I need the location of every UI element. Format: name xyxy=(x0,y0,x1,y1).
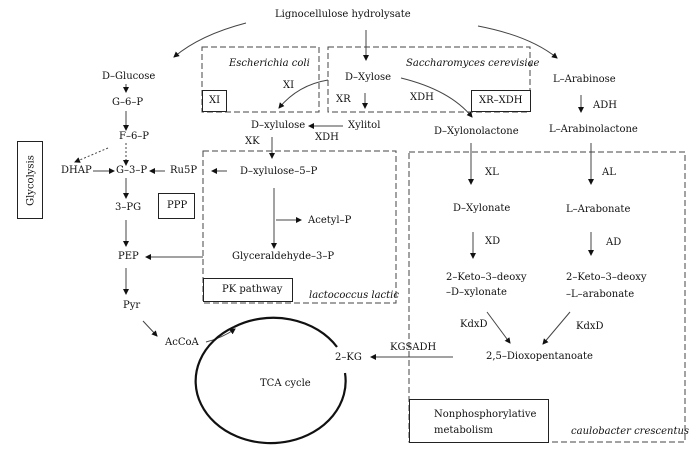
enzyme-xr: XR xyxy=(336,94,351,105)
metabolite-2kg: 2–KG xyxy=(335,352,362,363)
glycolysis-box-label: Glycolysis xyxy=(25,155,37,206)
source-label: Lignocellulose hydrolysate xyxy=(275,9,411,20)
metabolite-pyr: Pyr xyxy=(123,300,141,311)
metabolite-kda-line1: 2–Keto–3–deoxy xyxy=(566,272,647,283)
metabolite-xylitol: Xylitol xyxy=(348,120,381,131)
enzyme-xi: XI xyxy=(283,80,295,91)
caulobacter-label: caulobacter crescentus xyxy=(571,426,690,437)
pk-pathway-box: PK pathway xyxy=(203,278,293,302)
metabolite-g3p: G–3–P xyxy=(116,165,148,176)
arrow-source-to-arabinose xyxy=(477,25,558,59)
tca-cycle-arc-main xyxy=(194,326,347,445)
metabolite-acetyl-p: Acetyl–P xyxy=(308,215,352,226)
metabolite-kdx-line1: 2–Keto–3–deoxy xyxy=(446,272,527,283)
metabolite-3pg: 3–PG xyxy=(115,202,142,213)
ecoli-region xyxy=(201,46,320,113)
enzyme-adh: ADH xyxy=(593,100,617,111)
metabolite-g6p: G–6–P xyxy=(112,97,144,108)
ppp-box: PPP xyxy=(158,193,195,219)
tca-cycle-arc-top xyxy=(233,316,338,348)
enzyme-kdxd-left: KdxD xyxy=(460,319,488,330)
metabolite-l-arabinolactone: L–Arabinolactone xyxy=(549,124,638,135)
arrow-pyr-to-accoa xyxy=(142,320,158,337)
enzyme-xdh-mid: XDH xyxy=(315,132,339,143)
enzyme-xl: XL xyxy=(485,167,499,178)
lactococcus-label: lactococcus lactic xyxy=(309,290,399,301)
scerevisiae-region xyxy=(327,46,531,113)
arrow-source-to-glucose xyxy=(173,22,247,58)
metabolite-ru5p: Ru5P xyxy=(170,165,198,176)
xr-xdh-box-label: XR–XDH xyxy=(479,95,523,106)
arrow-kdx-to-dioxo xyxy=(486,311,511,344)
metabolite-f6p: F–6–P xyxy=(119,131,150,142)
lactococcus-region xyxy=(202,150,397,304)
enzyme-xk: XK xyxy=(245,136,260,147)
metabolite-glyceraldehyde-3p: Glyceraldehyde–3–P xyxy=(232,251,335,262)
metabolite-d-xylulose: D–xylulose xyxy=(251,120,306,131)
metabolite-d-xylonolactone: D–Xylonolactone xyxy=(434,126,519,137)
metabolite-pep: PEP xyxy=(118,251,139,262)
arrow-f6p-to-dhap xyxy=(74,147,109,163)
metabolite-l-arabinose: L–Arabinose xyxy=(553,74,616,85)
nonphos-label-line2: metabolism xyxy=(434,425,493,436)
enzyme-xdh-top: XDH xyxy=(410,92,434,103)
metabolite-kdx-line2: –D–xylonate xyxy=(446,287,507,298)
enzyme-kgsadh: KGSADH xyxy=(390,342,437,353)
metabolite-d-xylulose-5p: D–xylulose–5–P xyxy=(240,166,318,177)
enzyme-ad: AD xyxy=(606,237,622,248)
enzyme-xd: XD xyxy=(485,236,501,247)
arrow-kda-to-dioxo xyxy=(542,311,571,345)
arrow-xylose-to-xylonolactone xyxy=(400,77,473,118)
xr-xdh-box: XR–XDH xyxy=(471,90,531,112)
metabolite-kda-line2: –L–arabonate xyxy=(566,289,635,300)
nonphos-label-line1: Nonphosphorylative xyxy=(434,409,537,420)
glycolysis-box: Glycolysis xyxy=(17,141,43,219)
metabolite-dhap: DHAP xyxy=(61,165,92,176)
scerevisiae-label: Saccharomyces cerevisiae xyxy=(406,58,540,69)
metabolite-d-xylose: D–Xylose xyxy=(345,72,392,83)
metabolite-accoa: AcCoA xyxy=(165,337,199,348)
metabolite-dioxopentanoate: 2,5–Dioxopentanoate xyxy=(486,351,593,362)
metabolite-d-glucose: D–Glucose xyxy=(102,71,156,82)
ecoli-label: Escherichia coli xyxy=(229,58,310,69)
tca-cycle-label: TCA cycle xyxy=(260,378,311,389)
xi-box-label: XI xyxy=(209,95,221,106)
enzyme-al: AL xyxy=(602,167,616,178)
ppp-box-label: PPP xyxy=(167,200,188,211)
arrow-xylose-xi-to-xylulose xyxy=(278,79,329,109)
xi-box: XI xyxy=(202,90,227,112)
arrow-accoa-to-tca xyxy=(205,328,236,343)
enzyme-kdxd-right: KdxD xyxy=(576,321,604,332)
nonphosphorylative-box: Nonphosphorylative metabolism xyxy=(409,399,549,443)
metabolite-d-xylonate: D–Xylonate xyxy=(453,203,511,214)
metabolite-l-arabonate: L–Arabonate xyxy=(566,204,631,215)
pk-pathway-box-label: PK pathway xyxy=(222,284,283,295)
